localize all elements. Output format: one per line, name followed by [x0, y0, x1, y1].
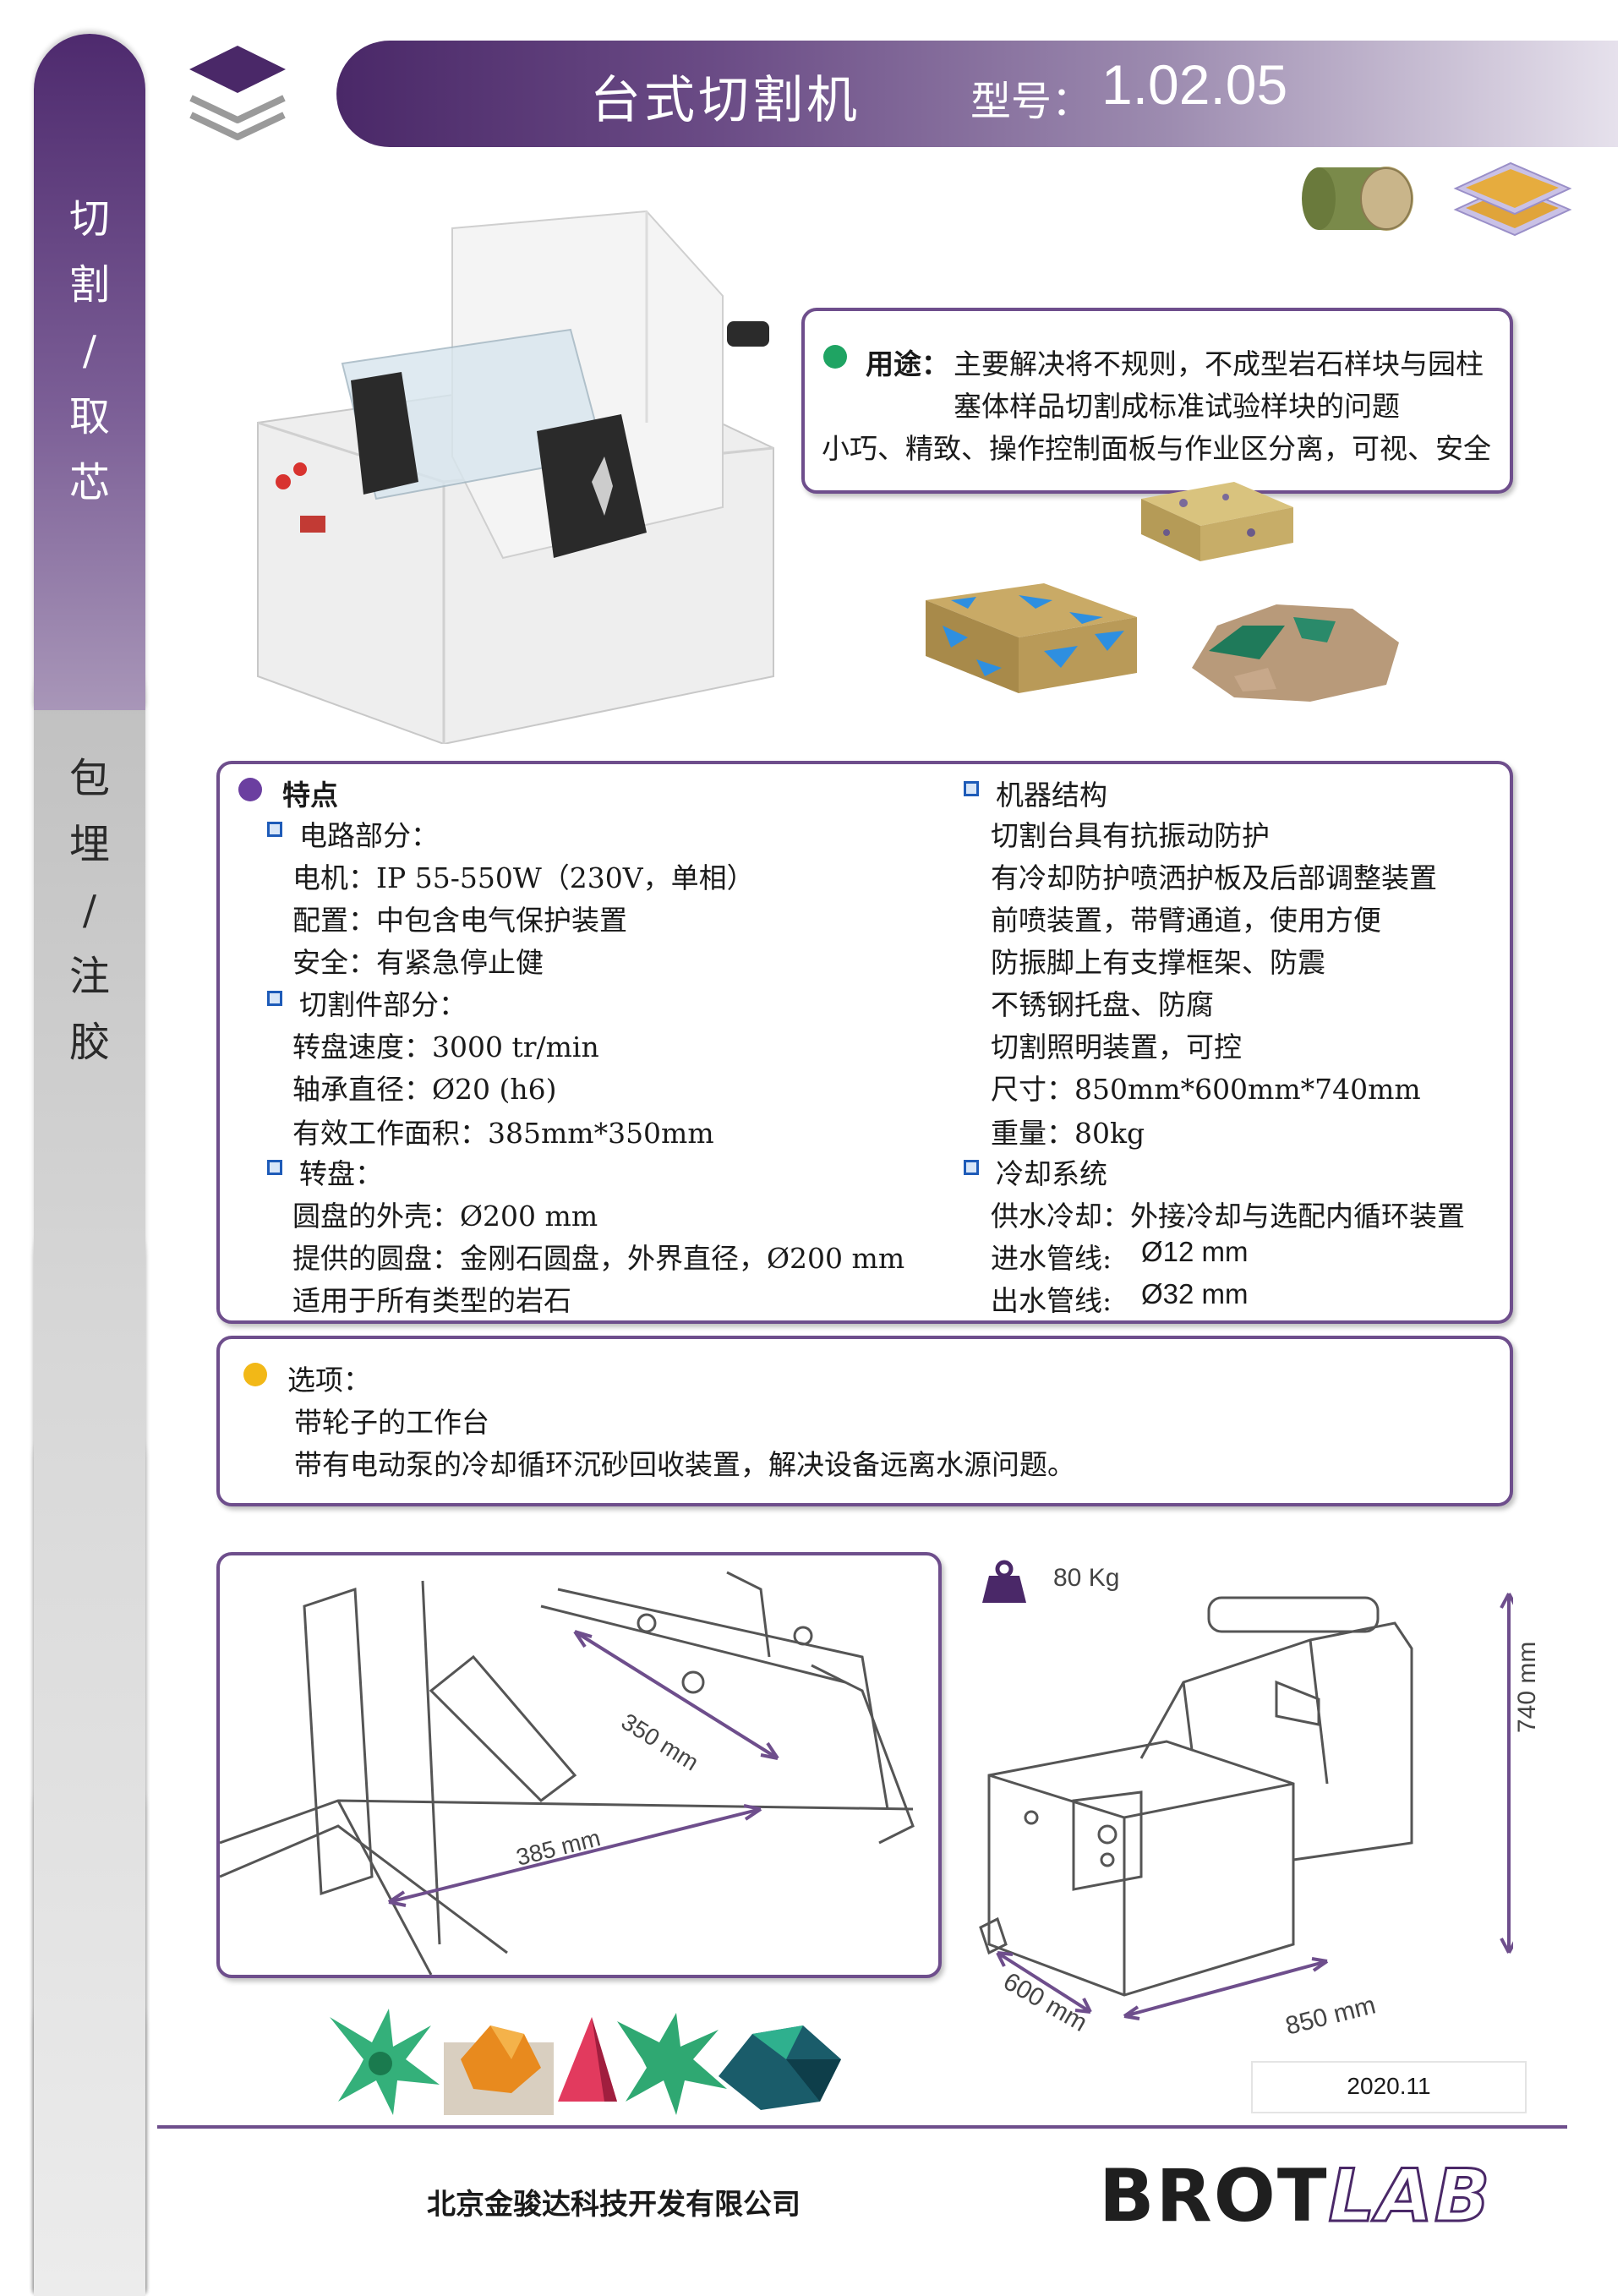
purple-bullet-icon	[238, 778, 262, 801]
layers-icon	[174, 34, 301, 152]
date-label: 2020.11	[1347, 2073, 1431, 2099]
cooling-supply: 供水冷却：外接冷却与选配内循环装置	[991, 1200, 1465, 1233]
structure-item: 防振脚上有支撑框架、防震	[991, 946, 1325, 979]
footer-divider	[157, 2125, 1567, 2129]
structure-item: 有冷却防护喷洒护板及后部调整装置	[991, 861, 1437, 894]
machine-photo	[249, 203, 799, 746]
cutting-area: 有效工作面积：385mm*350mm	[292, 1117, 714, 1150]
blue-square-bullet-icon	[964, 781, 979, 796]
company-name: 北京金骏达科技开发有限公司	[427, 2188, 801, 2222]
blue-square-bullet-icon	[267, 1160, 282, 1175]
height-dimension: 740 mm	[1513, 1641, 1541, 1733]
options-box: 选项： 带轮子的工作台 带有电动泵的冷却循环沉砂回收装置，解决设备远离水源问题。	[216, 1336, 1513, 1506]
cooling-inlet-label: 进水管线:	[991, 1242, 1112, 1275]
core-sample-image	[1302, 161, 1420, 237]
logo-part-2: LAB	[1327, 2153, 1492, 2240]
cooling-inlet-value: Ø12 mm	[1141, 1236, 1249, 1267]
cutting-bearing: 轴承直径：Ø20 (h6)	[292, 1073, 557, 1106]
rail-tab-label: 切 割 / 取 芯	[68, 195, 110, 506]
structure-title: 机器结构	[996, 779, 1107, 812]
option-item: 带有电动泵的冷却循环沉砂回收装置，解决设备远离水源问题。	[294, 1448, 1075, 1481]
blue-square-bullet-icon	[964, 1160, 979, 1175]
features-heading: 特点	[282, 779, 338, 812]
green-bullet-icon	[823, 345, 847, 369]
weight-label: 80 Kg	[1053, 1564, 1120, 1592]
usage-line-3: 小巧、精致、操作控制面板与作业区分离，可视、安全	[822, 432, 1491, 465]
structure-item: 尺寸：850mm*600mm*740mm	[991, 1073, 1421, 1106]
blue-square-bullet-icon	[267, 822, 282, 837]
cooling-outlet-label: 出水管线:	[991, 1284, 1112, 1317]
usage-line-2: 塞体样品切割成标准试验样块的问题	[954, 390, 1400, 423]
cooling-outlet-value: Ø32 mm	[1141, 1278, 1249, 1309]
gem-images-strip	[313, 2009, 854, 2115]
model-number: 1.02.05	[1101, 53, 1288, 116]
blue-square-bullet-icon	[267, 991, 282, 1006]
logo-part-1: BROT	[1099, 2154, 1329, 2239]
yellow-bullet-icon	[243, 1363, 267, 1386]
work-area-drawing: 350 mm 385 mm	[216, 1552, 942, 1978]
cooling-title: 冷却系统	[996, 1157, 1107, 1190]
model-label: 型号：	[970, 78, 1093, 125]
circuit-config: 配置：中包含电气保护装置	[292, 904, 627, 937]
page-title: 台式切割机	[590, 71, 861, 130]
blue-rock-block-image	[917, 575, 1145, 702]
weight-icon	[981, 1559, 1028, 1606]
structure-item: 前喷装置，带臂通道，使用方便	[991, 904, 1381, 937]
usage-box: 用途： 主要解决将不规则，不成型岩石样块与园柱 塞体样品切割成标准试验样块的问题…	[801, 308, 1513, 494]
rail-tab-embedding[interactable]: 包 埋 / 注 胶	[34, 644, 145, 2296]
structure-item: 不锈钢托盘、防腐	[991, 988, 1214, 1021]
slab-samples-image	[1447, 159, 1574, 243]
date-box: 2020.11	[1251, 2061, 1527, 2113]
options-title: 选项：	[287, 1364, 371, 1397]
usage-line-1: 主要解决将不规则，不成型岩石样块与园柱	[954, 347, 1484, 380]
header-bar: 台式切割机 型号： 1.02.05	[336, 41, 1618, 147]
mineral-rock-image	[1183, 592, 1412, 710]
machine-dimension-drawing	[972, 1589, 1518, 2029]
circuit-title: 电路部分：	[299, 819, 439, 852]
circuit-motor: 电机：IP 55-550W（230V，单相）	[292, 861, 755, 894]
rock-block-image	[1133, 473, 1302, 566]
disc-shell: 圆盘的外壳：Ø200 mm	[292, 1200, 598, 1233]
brotlab-logo: BROTLAB	[1099, 2153, 1492, 2240]
structure-item: 重量：80kg	[991, 1117, 1145, 1150]
usage-heading: 用途：	[866, 347, 949, 380]
structure-item: 切割台具有抗振动防护	[991, 819, 1270, 852]
disc-title: 转盘：	[299, 1157, 383, 1190]
rail-tab-label: 包 埋 / 注 胶	[68, 755, 110, 1066]
rail-tab-cutting[interactable]: 切 割 / 取 芯	[34, 34, 145, 710]
features-box: 特点 电路部分： 电机：IP 55-550W（230V，单相） 配置：中包含电气…	[216, 761, 1513, 1324]
disc-usage: 适用于所有类型的岩石	[292, 1284, 571, 1317]
cutting-speed: 转盘速度：3000 tr/min	[292, 1030, 599, 1063]
option-item: 带轮子的工作台	[294, 1406, 489, 1439]
disc-supplied: 提供的圆盘：金刚石圆盘，外界直径，Ø200 mm	[292, 1242, 905, 1275]
circuit-safety: 安全：有紧急停止健	[292, 946, 544, 979]
structure-item: 切割照明装置，可控	[991, 1030, 1242, 1063]
cutting-title: 切割件部分：	[299, 988, 467, 1021]
